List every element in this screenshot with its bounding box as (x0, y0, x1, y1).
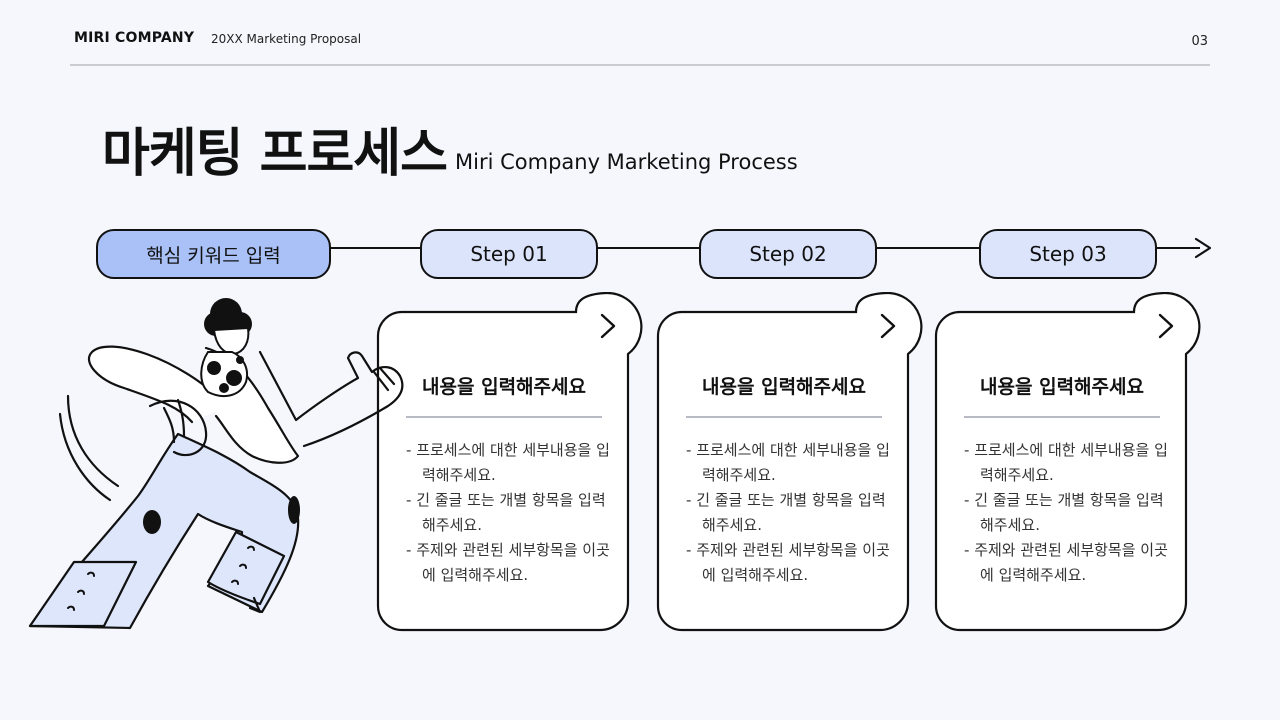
card-heading: 내용을 입력해주세요 (702, 376, 866, 398)
card-heading: 내용을 입력해주세요 (422, 376, 586, 398)
process-card-3: 내용을 입력해주세요 프로세스에 대한 세부내용을 입력해주세요. 긴 줄글 또… (934, 292, 1204, 632)
document-subtitle: 20XX Marketing Proposal (211, 32, 362, 46)
list-item: 프로세스에 대한 세부내용을 입력해주세요. (964, 438, 1174, 488)
list-item: 주제와 관련된 세부항목을 이곳에 입력해주세요. (964, 538, 1174, 588)
step-pill-1: Step 01 (420, 229, 598, 279)
card-list: 프로세스에 대한 세부내용을 입력해주세요. 긴 줄글 또는 개별 항목을 입력… (686, 438, 896, 588)
list-item: 긴 줄글 또는 개별 항목을 입력해주세요. (406, 488, 616, 538)
card-list: 프로세스에 대한 세부내용을 입력해주세요. 긴 줄글 또는 개별 항목을 입력… (964, 438, 1174, 588)
company-name: MIRI COMPANY (74, 30, 195, 46)
chevron-right-icon[interactable] (598, 312, 618, 340)
page-title: 마케팅 프로세스 (102, 124, 448, 184)
list-item: 주제와 관련된 세부항목을 이곳에 입력해주세요. (406, 538, 616, 588)
list-item: 긴 줄글 또는 개별 항목을 입력해주세요. (964, 488, 1174, 538)
arrow-right-icon (1194, 237, 1212, 259)
header-divider (70, 64, 1210, 66)
card-list: 프로세스에 대한 세부내용을 입력해주세요. 긴 줄글 또는 개별 항목을 입력… (406, 438, 616, 588)
card-divider (406, 416, 602, 418)
process-card-1: 내용을 입력해주세요 프로세스에 대한 세부내용을 입력해주세요. 긴 줄글 또… (376, 292, 646, 632)
list-item: 긴 줄글 또는 개별 항목을 입력해주세요. (686, 488, 896, 538)
card-divider (964, 416, 1160, 418)
list-item: 프로세스에 대한 세부내용을 입력해주세요. (406, 438, 616, 488)
card-divider (686, 416, 882, 418)
process-card-2: 내용을 입력해주세요 프로세스에 대한 세부내용을 입력해주세요. 긴 줄글 또… (656, 292, 926, 632)
list-item: 프로세스에 대한 세부내용을 입력해주세요. (686, 438, 896, 488)
page-subtitle: Miri Company Marketing Process (455, 150, 798, 174)
step-pill-3: Step 03 (979, 229, 1157, 279)
card-heading: 내용을 입력해주세요 (980, 376, 1144, 398)
keyword-pill: 핵심 키워드 입력 (96, 229, 331, 279)
list-item: 주제와 관련된 세부항목을 이곳에 입력해주세요. (686, 538, 896, 588)
running-person-illustration (28, 298, 404, 630)
chevron-right-icon[interactable] (878, 312, 898, 340)
chevron-right-icon[interactable] (1156, 312, 1176, 340)
page-number: 03 (1191, 34, 1208, 49)
step-pill-2: Step 02 (699, 229, 877, 279)
